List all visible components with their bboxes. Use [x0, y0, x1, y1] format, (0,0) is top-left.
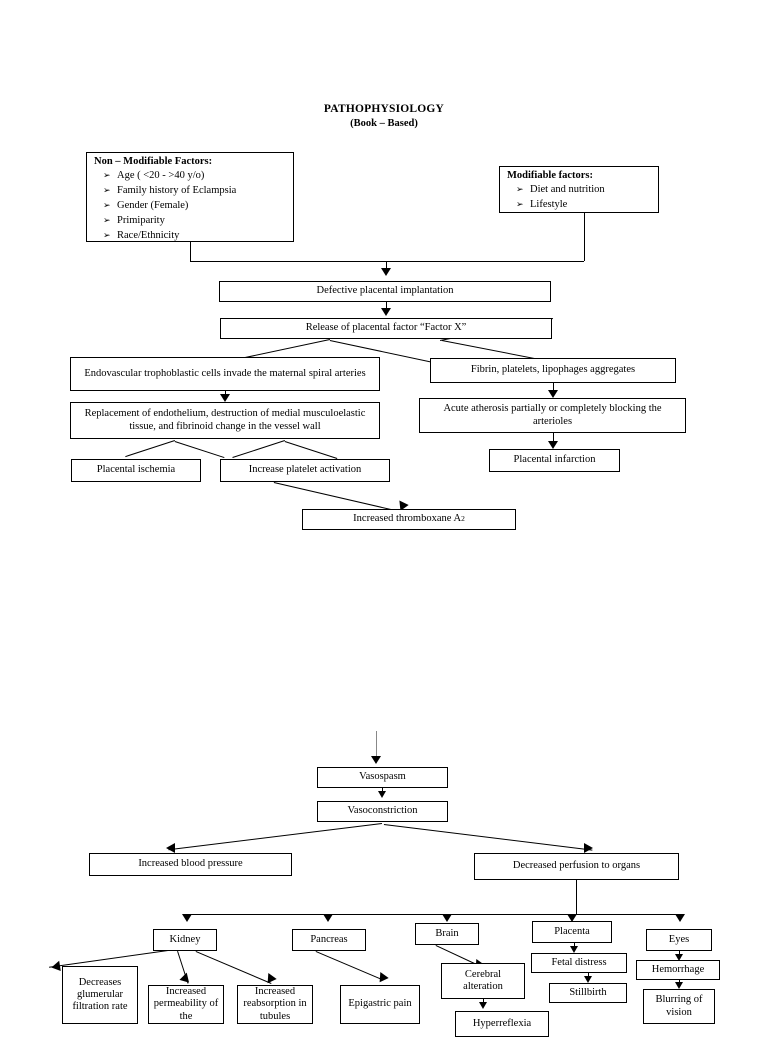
connector	[553, 383, 554, 391]
arrowhead-icon	[675, 954, 683, 961]
connector	[584, 213, 585, 261]
thromboxane-subscript: 2	[461, 514, 465, 524]
node-increased-permeability: Increased permeability of the	[148, 985, 224, 1024]
arrowhead-icon	[548, 390, 558, 398]
bullet-icon: ➢	[516, 184, 524, 194]
connector	[195, 951, 272, 984]
node-placental-ischemia: Placental ischemia	[71, 459, 201, 482]
bullet-icon: ➢	[103, 185, 111, 195]
arrowhead-icon	[381, 308, 391, 316]
node-blurring-of-vision: Blurring of vision	[643, 989, 715, 1024]
node-decreases-gfr: Decreases glumerular filtration rate	[62, 966, 138, 1024]
arrowhead-icon	[179, 971, 192, 983]
node-hyperreflexia: Hyperreflexia	[455, 1011, 549, 1037]
node-stillbirth: Stillbirth	[549, 983, 627, 1003]
bullet-icon: ➢	[516, 199, 524, 209]
arrowhead-icon	[675, 982, 683, 989]
node-acute-atherosis: Acute atherosis partially or completely …	[419, 398, 686, 433]
node-brain: Brain	[415, 923, 479, 945]
list-item-label: Race/Ethnicity	[117, 230, 180, 241]
connector	[315, 951, 383, 981]
arrowhead-icon	[220, 394, 230, 402]
connector	[386, 261, 387, 270]
list-item-label: Lifestyle	[530, 199, 568, 210]
non-modifiable-factors-box: Non – Modifiable Factors: ➢ Age ( <20 - >…	[86, 152, 294, 242]
arrowhead-icon	[584, 843, 593, 853]
node-placental-infarction: Placental infarction	[489, 449, 620, 472]
node-factor-x: Release of placental factor “Factor X”	[220, 318, 552, 339]
connector	[553, 433, 554, 443]
arrowhead-icon	[166, 843, 175, 853]
list-item: ➢ Family history of Eclampsia	[103, 183, 293, 198]
node-endovascular-invasion: Endovascular trophoblastic cells invade …	[70, 357, 380, 391]
node-epigastric-pain: Epigastric pain	[340, 985, 420, 1024]
list-item-label: Gender (Female)	[117, 200, 189, 211]
node-vasoconstriction: Vasoconstriction	[317, 801, 448, 822]
connector	[383, 824, 593, 851]
bullet-icon: ➢	[103, 230, 111, 240]
modifiable-heading: Modifiable factors:	[507, 170, 594, 181]
page-subtitle: (Book – Based)	[350, 118, 418, 129]
arrowhead-icon	[675, 914, 685, 922]
node-pancreas: Pancreas	[292, 929, 366, 951]
list-item: ➢ Primiparity	[103, 213, 293, 228]
bullet-icon: ➢	[103, 170, 111, 180]
list-item: ➢ Diet and nutrition	[516, 182, 658, 197]
connector	[187, 914, 680, 915]
node-eyes: Eyes	[646, 929, 712, 951]
arrowhead-icon	[479, 1002, 487, 1009]
arrowhead-icon	[584, 976, 592, 983]
bullet-icon: ➢	[103, 200, 111, 210]
modifiable-factors-box: Modifiable factors: ➢ Diet and nutrition …	[499, 166, 659, 213]
page-title: PATHOPHYSIOLOGY	[323, 103, 445, 115]
list-item-label: Diet and nutrition	[530, 184, 605, 195]
connector	[576, 880, 577, 914]
thromboxane-label: Increased thromboxane A	[353, 513, 462, 525]
connector	[376, 731, 377, 759]
connector	[168, 823, 382, 851]
arrowhead-icon	[323, 914, 333, 922]
node-placenta: Placenta	[532, 921, 612, 943]
node-decreased-perfusion: Decreased perfusion to organs	[474, 853, 679, 880]
arrowhead-icon	[567, 914, 577, 922]
list-item: ➢ Lifestyle	[516, 197, 658, 212]
node-platelet-activation: Increase platelet activation	[220, 459, 390, 482]
node-vasospasm: Vasospasm	[317, 767, 448, 788]
connector	[284, 441, 338, 459]
list-item-label: Primiparity	[117, 215, 165, 226]
arrowhead-icon	[182, 914, 192, 922]
connector	[125, 440, 175, 458]
connector	[190, 242, 191, 261]
list-item: ➢ Race/Ethnicity	[103, 228, 293, 241]
node-replacement-endothelium: Replacement of endothelium, destruction …	[70, 402, 380, 439]
node-increased-blood-pressure: Increased blood pressure	[89, 853, 292, 876]
arrowhead-icon	[375, 969, 389, 983]
arrowhead-icon	[442, 914, 452, 922]
arrowhead-icon	[381, 268, 391, 276]
arrowhead-icon	[371, 756, 381, 764]
arrowhead-icon	[548, 441, 558, 449]
connector	[190, 261, 584, 262]
arrowhead-icon	[570, 946, 578, 953]
list-item-label: Family history of Eclampsia	[117, 185, 237, 196]
arrowhead-icon	[378, 791, 386, 798]
node-fibrin-aggregates: Fibrin, platelets, lipophages aggregates	[430, 358, 676, 383]
connector	[232, 440, 285, 458]
node-cerebral-alteration: Cerebral alteration	[441, 963, 525, 999]
node-kidney: Kidney	[153, 929, 217, 951]
connector	[174, 441, 225, 459]
non-modifiable-heading: Non – Modifiable Factors:	[94, 156, 213, 167]
bullet-icon: ➢	[103, 215, 111, 225]
node-hemorrhage: Hemorrhage	[636, 960, 720, 980]
non-modifiable-list: ➢ Age ( <20 - >40 y/o) ➢ Family history of…	[87, 168, 293, 241]
list-item: ➢ Gender (Female)	[103, 198, 293, 213]
node-defective-implantation: Defective placental implantation	[219, 281, 551, 302]
list-item-label: Age ( <20 - >40 y/o)	[117, 170, 205, 181]
modifiable-list: ➢ Diet and nutrition ➢ Lifestyle	[500, 182, 658, 212]
node-increased-reabsorption: Increased reabsorption in tubules	[237, 985, 313, 1024]
list-item: ➢ Age ( <20 - >40 y/o)	[103, 168, 293, 183]
connector	[386, 302, 387, 310]
node-fetal-distress: Fetal distress	[531, 953, 627, 973]
